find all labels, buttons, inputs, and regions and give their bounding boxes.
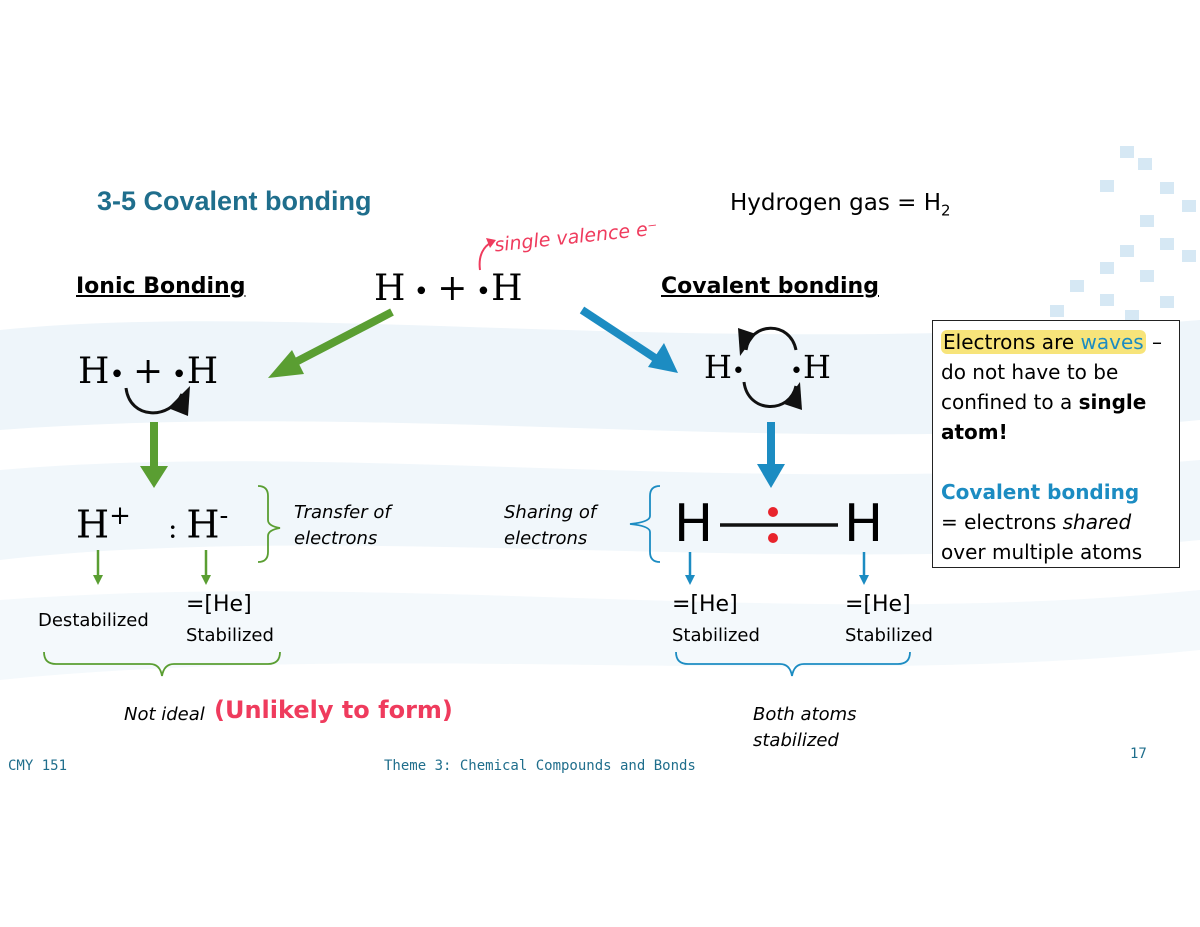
h2-right-atom: H xyxy=(844,494,884,554)
blue-arrow-down xyxy=(757,422,785,488)
covalent-equation-right: •H xyxy=(790,348,831,386)
not-ideal-label: Not ideal xyxy=(124,704,205,725)
hydrogen-gas-label: Hydrogen gas = H2 xyxy=(730,190,951,220)
small-green-arrows xyxy=(93,550,211,585)
covalent-bonding-heading: Covalent bonding xyxy=(661,274,879,299)
footer-course: CMY 151 xyxy=(8,758,68,774)
ionic-electron-curved-arrow xyxy=(124,386,190,416)
covalent-left-he-config: =[He] xyxy=(672,592,738,617)
h-minus-ion: : H- xyxy=(168,501,229,547)
h-plus-ion: H+ xyxy=(76,501,131,547)
covalent-right-he-config: =[He] xyxy=(845,592,911,617)
green-arrow-diagonal xyxy=(268,308,394,378)
blue-arrow-diagonal xyxy=(579,306,678,373)
covalent-bond xyxy=(720,507,838,543)
unlikely-to-form-annotation: (Unlikely to form) xyxy=(214,696,453,724)
covalent-left-stabilized: Stabilized xyxy=(672,625,760,646)
page-number: 17 xyxy=(1130,746,1147,762)
destabilized-label: Destabilized xyxy=(38,610,149,631)
info-box: Electrons are waves – do not have to be … xyxy=(932,320,1180,568)
pixel-pattern xyxy=(1050,146,1196,322)
green-arrow-down xyxy=(140,422,168,488)
small-blue-arrows xyxy=(685,552,869,585)
footer-theme: Theme 3: Chemical Compounds and Bonds xyxy=(384,758,696,774)
top-equation: H • + •H xyxy=(374,268,523,309)
covalent-electron-circular-arrows xyxy=(738,326,802,410)
shared-electron-dot xyxy=(768,533,778,543)
ionic-bonding-heading: Ionic Bonding xyxy=(76,274,246,299)
page-title: 3-5 Covalent bonding xyxy=(97,186,372,216)
green-braces xyxy=(43,485,281,677)
covalent-right-stabilized: Stabilized xyxy=(845,625,933,646)
shared-electron-dot xyxy=(768,507,778,517)
h2-left-atom: H xyxy=(674,494,714,554)
ionic-stabilized-label: Stabilized xyxy=(186,625,274,646)
highlighted-text: Electrons are waves xyxy=(941,330,1146,354)
handwritten-arrow xyxy=(478,238,496,271)
covalent-equation-left: H• xyxy=(704,348,745,386)
ionic-he-config: =[He] xyxy=(186,592,252,617)
blue-braces xyxy=(629,485,911,677)
ionic-equation: H• + •H xyxy=(78,351,219,392)
info-box-covalent-heading: Covalent bonding xyxy=(941,480,1140,504)
